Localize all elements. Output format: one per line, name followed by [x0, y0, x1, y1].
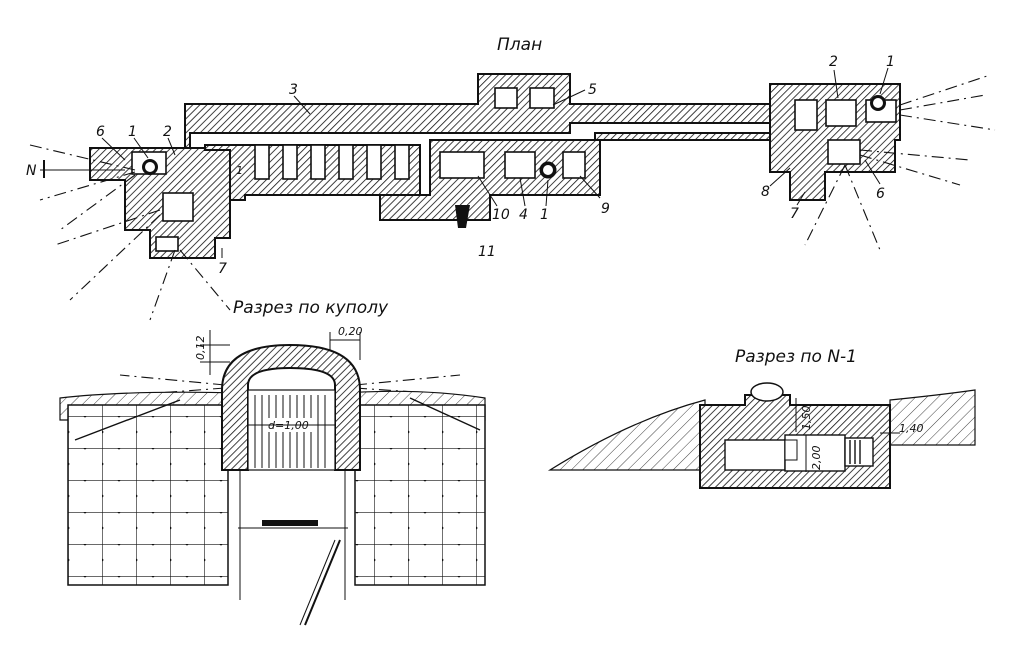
n1-section: Разрез по N-1 1,50 2,00 1,40: [547, 347, 976, 489]
dim-1-50: 1,50: [800, 406, 813, 431]
exit-11: [455, 205, 470, 228]
ladder: [304, 539, 341, 626]
n1-section-title: Разрез по N-1: [735, 347, 857, 367]
callout-left-6: 6: [96, 124, 105, 140]
right-room-2: [825, 99, 857, 127]
dim-0-20: 0,20: [338, 325, 363, 338]
left-room-embrasure: [155, 236, 179, 252]
room-5b: [529, 87, 555, 109]
callout-3: 3: [289, 82, 298, 98]
ground-right: [889, 389, 976, 446]
north-label: N: [26, 163, 37, 179]
plan-title: План: [497, 35, 542, 55]
callout-1-center: 1: [540, 207, 549, 223]
bunker-embrasure: [844, 437, 874, 467]
gallery-teeth: [254, 144, 410, 180]
callout-10: 10: [492, 207, 510, 223]
dim-0-12: 0,12: [194, 336, 207, 361]
callout-right-6: 6: [876, 186, 885, 202]
dome-section-title: Разрез по куполу: [233, 298, 389, 318]
callout-right-2: 2: [829, 54, 838, 70]
callout-left-1: 1: [128, 124, 137, 140]
right-corridor-room: [794, 99, 818, 131]
concrete-block-right: [354, 404, 486, 586]
dome-section: Разрез по куполу 0,12 0,20: [59, 298, 486, 626]
dim-d-1-00: d=1,00: [268, 419, 309, 432]
bunker-chamber: [724, 439, 786, 471]
callout-9: 9: [601, 201, 610, 217]
concrete-block-left: [67, 404, 229, 586]
right-fire-sectors: [804, 74, 996, 251]
center-block-wall: [379, 139, 601, 221]
dim-2-00: 2,00: [810, 446, 823, 471]
room-5a: [494, 87, 518, 109]
callout-left-7: 7: [218, 261, 227, 277]
callout-5: 5: [588, 82, 597, 98]
callout-left-2: 2: [163, 124, 172, 140]
callout-right-7: 7: [790, 206, 799, 222]
bunker-dome: [750, 382, 784, 402]
ground-slope-left: [547, 399, 706, 471]
callout-11: 11: [478, 244, 496, 260]
callout-right-1: 1: [886, 54, 895, 70]
left-fire-sectors: [29, 144, 231, 321]
right-corridor-wall: [594, 132, 771, 141]
callout-4: 4: [519, 207, 528, 223]
dim-1-40: 1,40: [899, 422, 924, 435]
right-room-6: [827, 139, 861, 165]
callout-right-8: 8: [761, 184, 770, 200]
room-4: [504, 151, 536, 179]
dome-shell: [221, 343, 361, 471]
room-10: [439, 151, 485, 179]
plan-view: План: [26, 35, 996, 321]
left-room-2: [162, 192, 194, 222]
shaft-platform: [262, 520, 318, 526]
section-mark-1: 1: [236, 164, 243, 177]
plan-callouts: 6 1 2 7 3 5 10 4 1 9 11 2 1 8: [96, 54, 895, 277]
room-9: [562, 151, 586, 179]
